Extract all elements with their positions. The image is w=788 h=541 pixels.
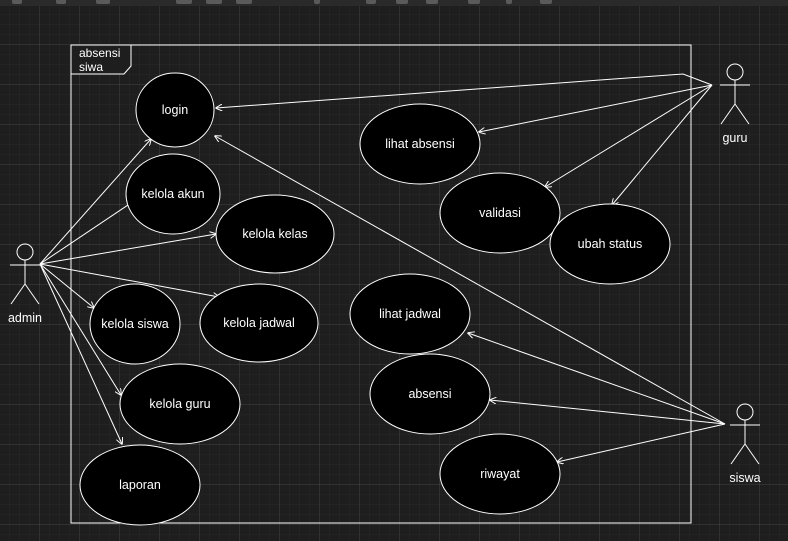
connector-icon[interactable] [366,0,376,4]
use-case-label: login [162,103,188,117]
assoc-guru-validasi [545,84,713,187]
undo-icon[interactable] [12,0,22,4]
use-case-kelola-guru[interactable]: kelola guru [119,363,241,445]
system-boundary[interactable]: absensi siwa [70,44,692,524]
use-case-label: kelola guru [149,397,210,411]
actor-head-icon [16,243,34,261]
actor-admin[interactable]: admin [8,243,42,325]
assoc-siswa-lihat-jadwal [468,333,726,425]
use-case-label: kelola siswa [101,317,168,331]
associations [39,73,726,462]
align-center-icon[interactable] [206,0,222,4]
use-case-label: ubah status [578,237,643,251]
actor-head-icon [726,63,744,81]
assoc-siswa-absensi [490,400,726,425]
use-case-label: kelola kelas [242,227,307,241]
assoc-siswa-login [215,136,726,425]
actor-label: admin [8,311,42,325]
actor-head-icon [736,403,754,421]
frame-title-line2: siwa [79,60,103,74]
use-case-label: validasi [479,206,521,220]
assoc-admin-kelola-guru [39,263,121,395]
use-case-lihat-jadwal[interactable]: lihat jadwal [349,273,471,355]
actor-siswa[interactable]: siswa [729,403,761,485]
use-case-label: lihat absensi [385,137,455,151]
use-case-kelola-siswa[interactable]: kelola siswa [89,283,181,365]
use-case-riwayat[interactable]: riwayat [439,433,561,515]
assoc-guru-login [216,73,713,108]
editor-toolbar [0,0,788,6]
use-case-label: absensi [408,387,451,401]
waypoint-icon[interactable] [314,0,320,4]
actor-label: siswa [729,471,760,485]
use-case-kelola-akun[interactable]: kelola akun [125,153,221,235]
assoc-admin-laporan [39,263,122,444]
assoc-siswa-riwayat [557,423,726,462]
actor-label: guru [722,131,747,145]
assoc-guru-ubah-status [612,84,713,205]
assoc-admin-kelola-kelas [39,234,216,265]
use-case-label: lihat jadwal [379,307,441,321]
frame-title-line1: absensi [79,46,120,60]
frame-title-tab [70,44,132,75]
use-case-login[interactable]: login [135,72,215,148]
use-case-validasi[interactable]: validasi [439,172,561,254]
link-icon[interactable] [506,0,512,4]
use-case-label: laporan [119,478,161,492]
use-case-kelola-kelas[interactable]: kelola kelas [215,194,335,274]
assoc-admin-kelola-akun [39,201,134,265]
assoc-guru-lihat-absensi [479,84,713,132]
use-case-label: riwayat [480,467,520,481]
align-left-icon[interactable] [176,0,192,4]
delete-icon[interactable] [56,0,66,4]
style-icon[interactable] [540,0,552,4]
use-case-absensi[interactable]: absensi [369,353,491,435]
fill-icon[interactable] [96,0,110,4]
align-right-icon[interactable] [236,0,252,4]
paste-icon[interactable] [426,0,438,4]
use-case-label: kelola jadwal [223,316,295,330]
use-case-kelola-jadwal[interactable]: kelola jadwal [199,283,319,363]
use-case-laporan[interactable]: laporan [79,444,201,526]
actor-guru[interactable]: guru [720,63,750,145]
use-case-lihat-absensi[interactable]: lihat absensi [359,103,481,185]
edit-icon[interactable] [468,0,480,4]
use-case-ubah-status[interactable]: ubah status [549,203,671,285]
copy-icon[interactable] [396,0,408,4]
assoc-admin-login [39,139,151,265]
assoc-admin-kelola-jadwal [39,263,219,297]
assoc-admin-kelola-siswa [39,263,94,308]
use-case-label: kelola akun [141,187,204,201]
